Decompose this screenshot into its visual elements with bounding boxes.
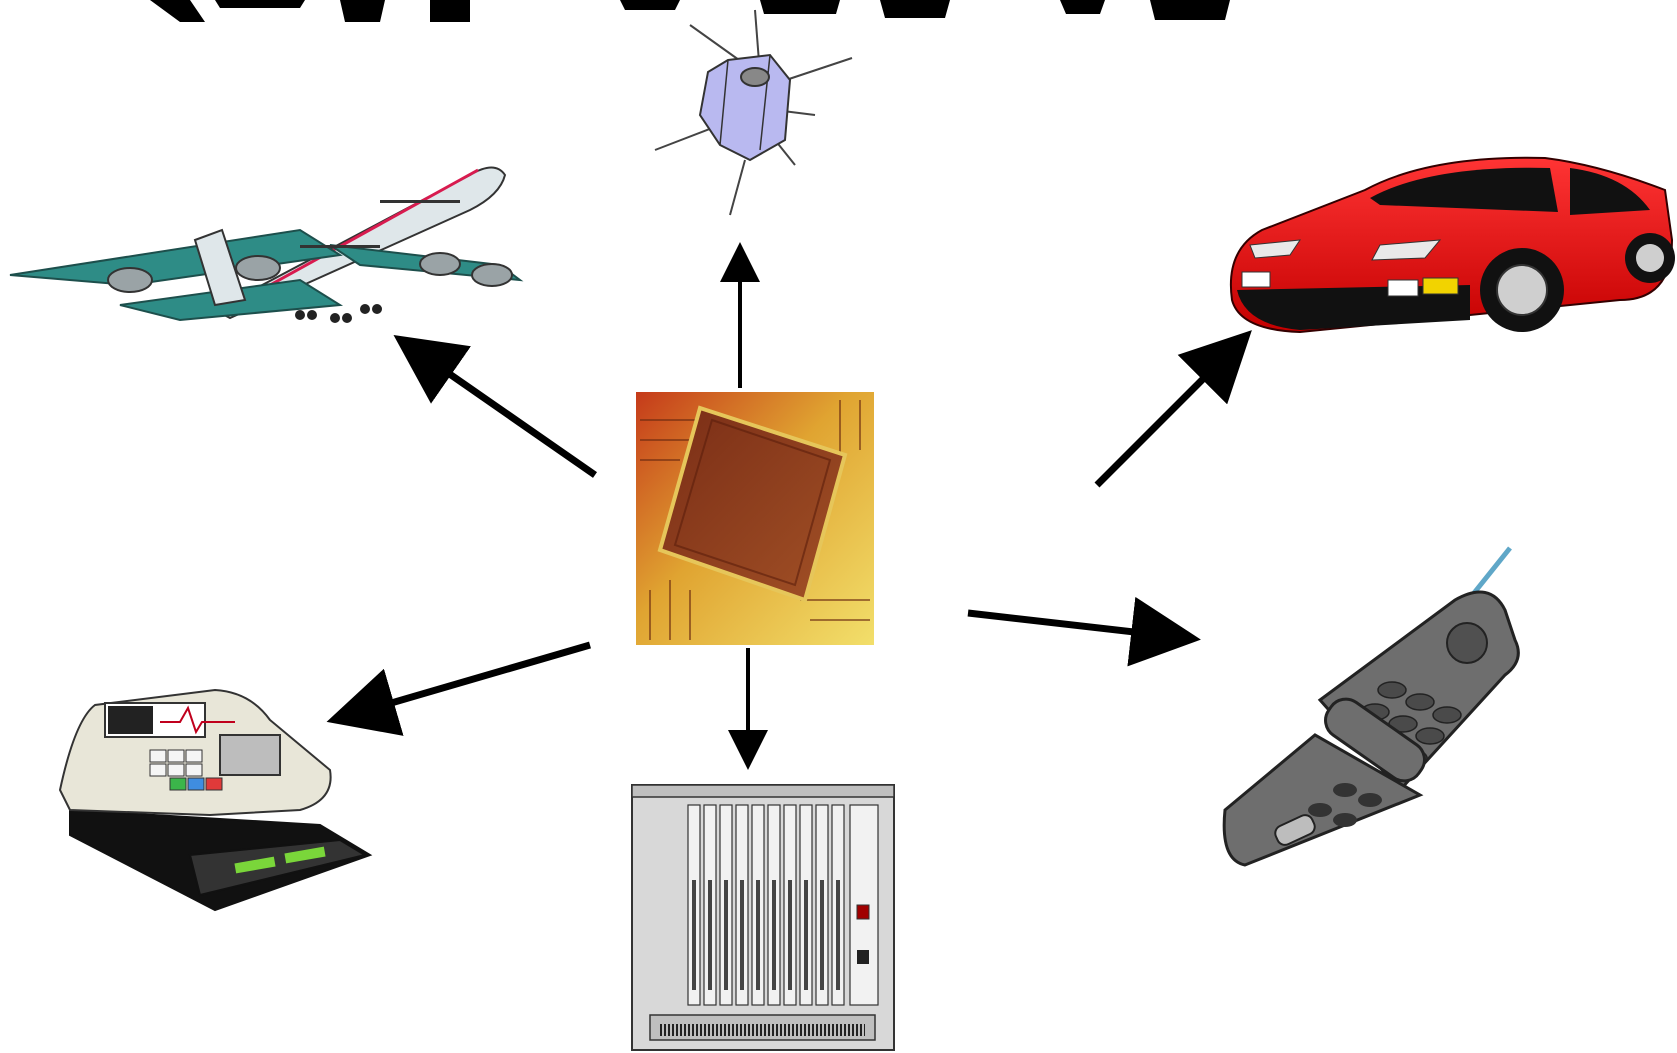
phone-arrow — [968, 613, 1187, 638]
register-arrow — [340, 645, 590, 718]
cash-register-icon — [60, 690, 370, 910]
airplane-icon — [10, 168, 520, 324]
airplane-arrow — [405, 343, 595, 475]
car-icon — [1231, 158, 1675, 332]
microprocessor-chip-icon — [636, 392, 874, 645]
title-fragment — [150, 0, 1260, 24]
car-arrow — [1097, 340, 1242, 485]
server-rack-icon — [632, 785, 894, 1050]
satellite-icon — [655, 10, 852, 215]
mobile-phone-icon — [1224, 548, 1518, 865]
